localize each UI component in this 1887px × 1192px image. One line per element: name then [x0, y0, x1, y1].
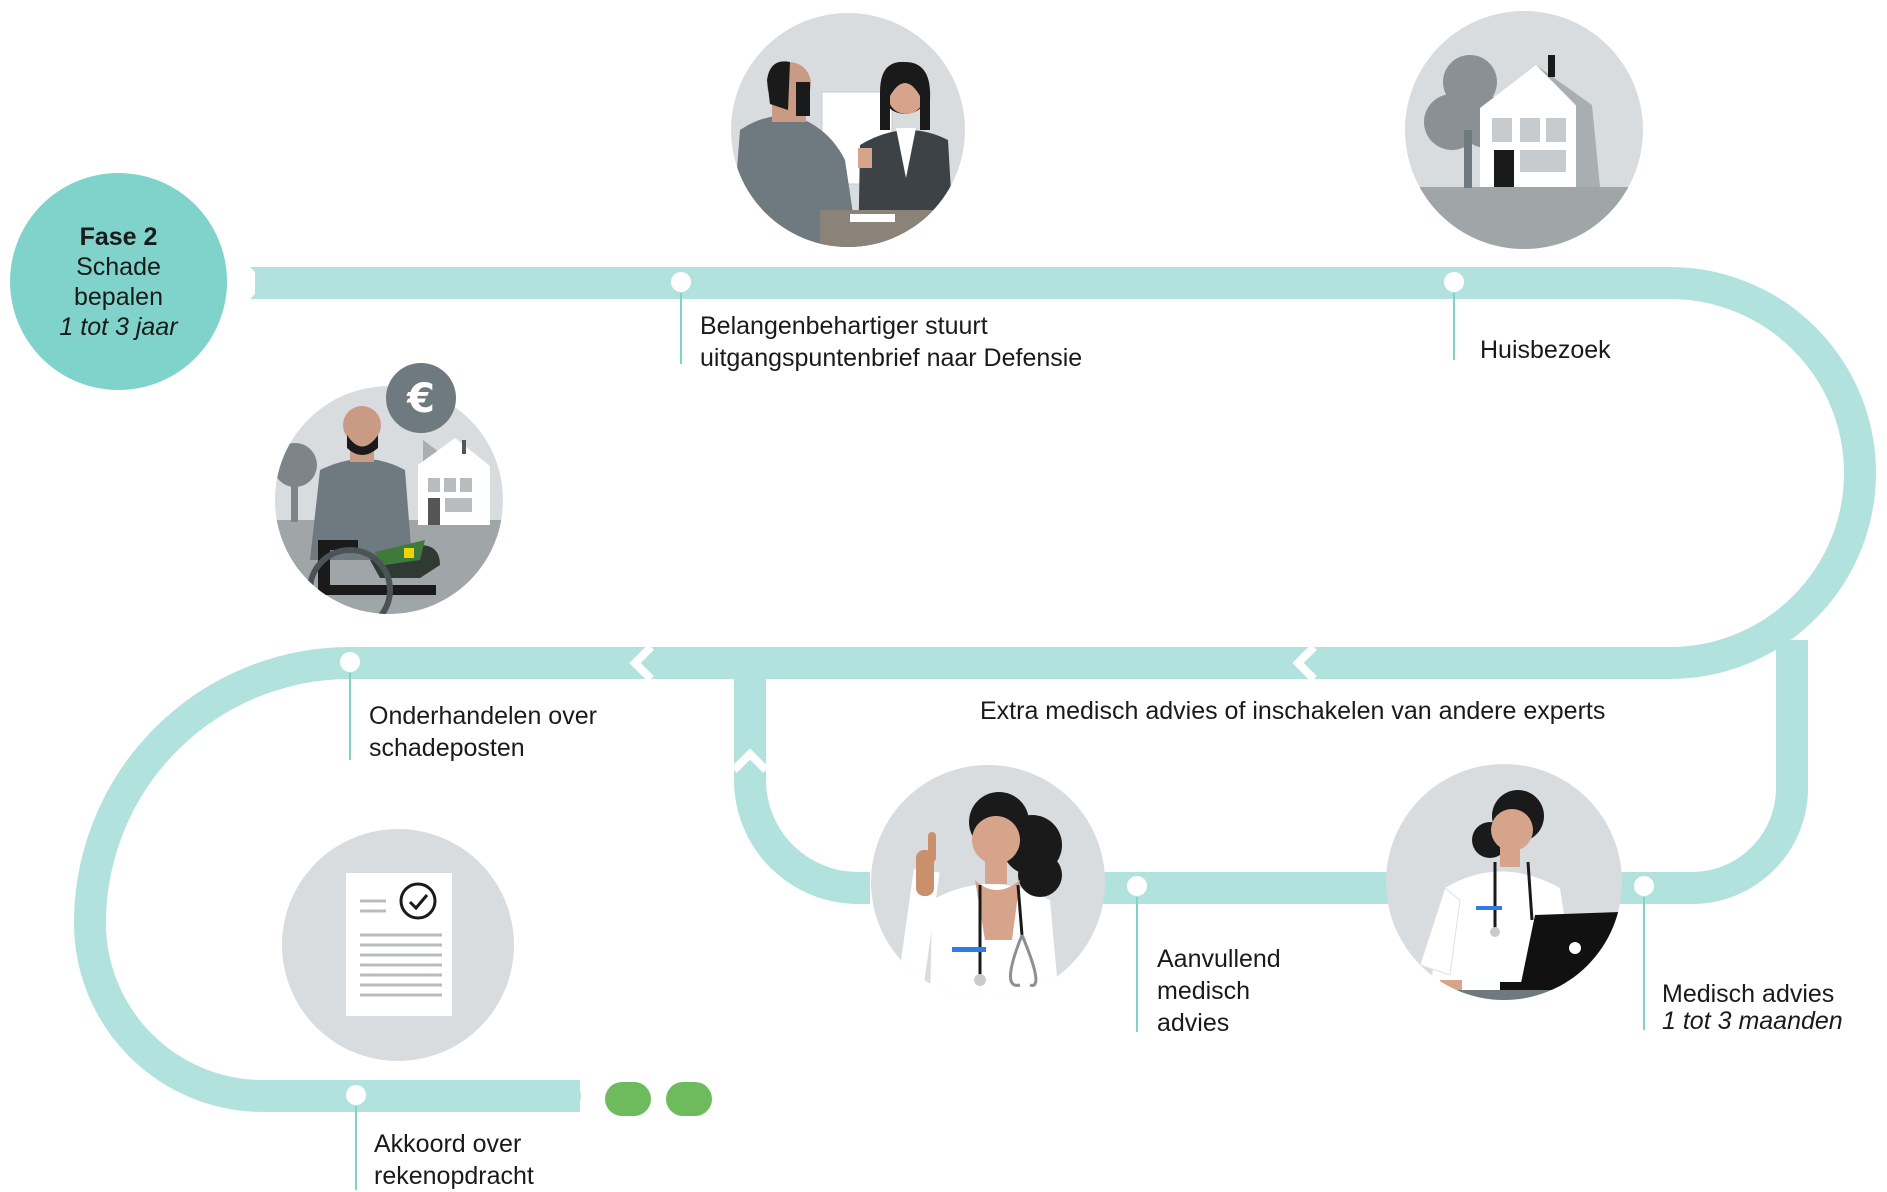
- step-marker-letter: [671, 272, 691, 292]
- meeting-illustration-icon: [731, 13, 965, 247]
- step-text: Aanvullend: [1157, 945, 1281, 973]
- svg-text:€: €: [406, 376, 435, 422]
- step-label-extra-advice: Aanvullend medisch advies: [1157, 943, 1281, 1039]
- step-marker-extra-advice: [1127, 876, 1147, 896]
- step-text: Medisch advies: [1662, 980, 1835, 1008]
- step-label-negotiate: Onderhandelen over schadeposten: [369, 700, 597, 764]
- phase-name-line-1: Schade: [76, 252, 161, 281]
- document-check-icon: [282, 829, 514, 1061]
- track-path: [73, 267, 1876, 1112]
- doctor-laptop-icon: [1386, 764, 1622, 1000]
- step-text: Huisbezoek: [1480, 336, 1611, 364]
- phase-title: Fase 2: [79, 222, 158, 251]
- step-text: rekenopdracht: [374, 1162, 534, 1190]
- veteran-wheelchair-icon: €: [275, 363, 503, 614]
- step-text: Akkoord over: [374, 1130, 522, 1158]
- euro-badge-icon: [386, 363, 456, 433]
- step-label-home-visit: Huisbezoek: [1480, 334, 1611, 366]
- phase-duration: 1 tot 3 jaar: [59, 312, 178, 341]
- step-label-medical-advice: Medisch advies 1 tot 3 maanden: [1662, 981, 1843, 1035]
- step-label-agreement: Akkoord over rekenopdracht: [374, 1128, 534, 1192]
- direction-chevron-3: [731, 748, 769, 773]
- direction-chevron-1: [629, 644, 654, 682]
- step-marker-home-visit: [1444, 272, 1464, 292]
- step-duration: 1 tot 3 maanden: [1662, 1007, 1843, 1035]
- continue-dot-1: [605, 1082, 651, 1116]
- track-start-arrow: [250, 267, 266, 299]
- step-text: uitgangspuntenbrief naar Defensie: [700, 344, 1083, 372]
- step-marker-medical-advice: [1634, 876, 1654, 896]
- step-label-letter: Belangenbehartiger stuurt uitgangspunten…: [700, 310, 1082, 374]
- continue-dot-2: [666, 1082, 712, 1116]
- phase-name-line-2: bepalen: [74, 282, 163, 311]
- step-text: medisch: [1157, 977, 1251, 1005]
- step-text: Onderhandelen over: [369, 702, 597, 730]
- step-text: Extra medisch advies of inschakelen van …: [980, 697, 1606, 725]
- step-text: Belangenbehartiger stuurt: [700, 312, 988, 340]
- step-text: advies: [1157, 1009, 1230, 1037]
- step-label-extra-experts: Extra medisch advies of inschakelen van …: [980, 695, 1605, 727]
- house-illustration-icon: [1405, 11, 1643, 249]
- step-marker-agreement: [346, 1085, 366, 1105]
- phase-badge: Fase 2 Schade bepalen 1 tot 3 jaar: [10, 173, 227, 390]
- direction-chevron-2: [1292, 644, 1317, 682]
- step-text: schadeposten: [369, 734, 525, 762]
- doctor-pointing-icon: [871, 765, 1105, 999]
- step-marker-negotiate: [340, 652, 360, 672]
